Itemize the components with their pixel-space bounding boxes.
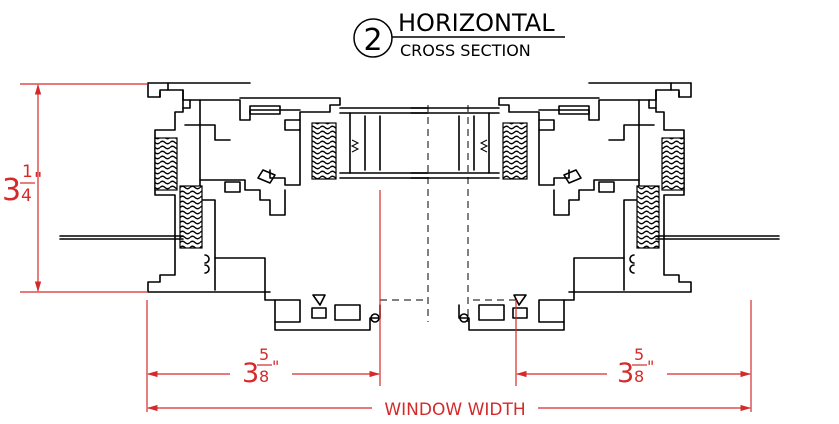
height-den: 4	[21, 186, 32, 206]
height-unit: "	[34, 169, 42, 190]
right-depth-den: 8	[634, 367, 644, 386]
window-width-label: WINDOW WIDTH	[384, 400, 525, 420]
title-main: HORIZONTAL	[398, 9, 555, 37]
left-depth-den: 8	[259, 367, 269, 386]
section-number: 2	[363, 23, 382, 58]
height-num: 1	[22, 162, 33, 182]
left-jamb-dashed-line	[380, 105, 429, 322]
right-depth-unit: "	[647, 357, 654, 376]
section-number-circle	[353, 18, 393, 58]
left-depth-dimension: 3 5 8 "	[146, 190, 381, 412]
section-title: 2 HORIZONTAL CROSS SECTION	[353, 9, 565, 60]
right-frame-profile	[410, 82, 780, 331]
window-width-dimension: WINDOW WIDTH	[146, 400, 752, 420]
height-dimension: 3 1 4 "	[2, 83, 148, 293]
title-sub: CROSS SECTION	[400, 41, 531, 60]
right-depth-whole: 3	[617, 358, 634, 389]
left-depth-num: 5	[259, 345, 269, 364]
left-depth-whole: 3	[242, 358, 259, 389]
left-depth-unit: "	[272, 357, 279, 376]
left-frame-profile	[59, 82, 429, 331]
right-depth-num: 5	[634, 345, 644, 364]
height-whole: 3	[2, 173, 21, 208]
right-depth-dimension: 3 5 8 "	[515, 300, 752, 412]
